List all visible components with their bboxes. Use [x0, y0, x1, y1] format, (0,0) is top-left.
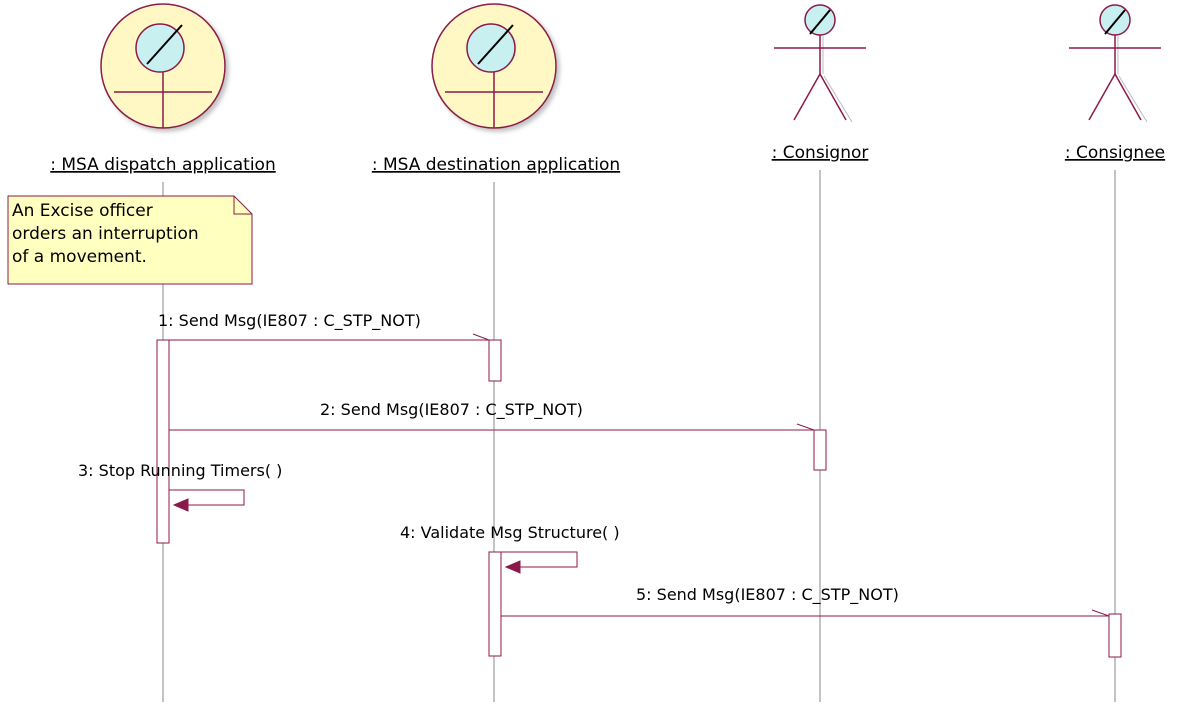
actor-icon — [774, 4, 866, 123]
lifeline-label-destination: : MSA destination application — [372, 155, 620, 175]
message-arrow — [169, 423, 815, 431]
message-label: 1: Send Msg(IE807 : C_STP_NOT) — [158, 311, 421, 331]
activation-bar — [488, 551, 502, 657]
self-message-arrow — [501, 551, 578, 574]
activation-bar — [156, 339, 170, 544]
activation-bar — [813, 429, 827, 471]
boundary-icon — [431, 3, 557, 129]
activation-bar — [1108, 613, 1122, 658]
note: An Excise officer orders an interruption… — [7, 195, 253, 285]
actor-icon — [1069, 4, 1161, 123]
activation-bar — [488, 339, 502, 382]
note-line: orders an interruption — [12, 224, 199, 244]
lifeline-label-consignee: : Consignee — [1065, 143, 1165, 163]
message-arrow — [501, 609, 1110, 617]
self-message-arrow — [169, 489, 245, 512]
message-label: 5: Send Msg(IE807 : C_STP_NOT) — [636, 585, 899, 605]
message-label: 2: Send Msg(IE807 : C_STP_NOT) — [320, 400, 583, 420]
message-arrow — [169, 333, 490, 341]
boundary-icon — [100, 3, 226, 129]
lifeline-label-consignor: : Consignor — [772, 143, 869, 163]
note-line: of a movement. — [12, 247, 147, 267]
note-line: An Excise officer — [12, 201, 153, 221]
message-label: 4: Validate Msg Structure( ) — [400, 523, 620, 542]
message-label: 3: Stop Running Timers( ) — [78, 461, 282, 480]
lifeline-label-dispatch: : MSA dispatch application — [50, 155, 275, 175]
